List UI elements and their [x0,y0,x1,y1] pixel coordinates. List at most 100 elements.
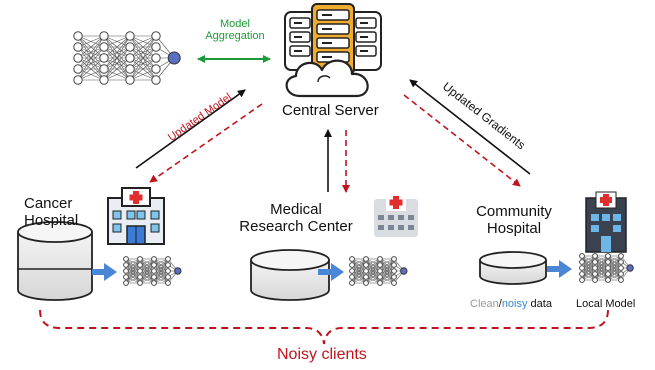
network-node [151,42,161,52]
network-node [349,280,355,286]
upload-arrow-cancer [135,89,246,169]
community-hospital-line1: Community [476,203,552,220]
network-node [165,268,171,274]
network-node [151,75,161,85]
global-model-network [73,31,181,85]
community-hospital-line2: Hospital [486,219,542,237]
network-node [363,262,369,268]
noisy-clients-brace [39,309,609,345]
network-node [125,31,135,41]
network-node [125,53,135,63]
medical-research-line2: Research Center [239,217,353,235]
download-arrow-cancer [149,103,263,183]
output-node [400,267,408,275]
network-node [377,274,383,280]
network-node [349,274,355,280]
train-arrow [318,263,344,281]
model-aggregation-line1: Model [220,18,250,30]
network-node [618,277,624,283]
network-node [99,53,109,63]
network-node [125,64,135,74]
network-node [592,277,598,283]
hospital-building-icon [107,187,165,245]
slash-text: / [498,298,502,310]
network-node [151,262,157,268]
train-arrow [92,263,117,281]
network-node [99,75,109,85]
network-node [151,268,157,274]
network-node [363,280,369,286]
cancer-hospital-label: Cancer Hospital [24,195,78,230]
network-node [99,42,109,52]
network-node [605,265,611,271]
noisy-clients-label: Noisy clients [277,346,367,363]
network-node [151,256,157,262]
network-node [349,262,355,268]
network-node [363,256,369,262]
hospital-building-icon [585,191,627,253]
network-node [605,277,611,283]
local-model-network [123,256,182,286]
network-node [592,271,598,277]
network-node [165,262,171,268]
network-node [579,271,585,277]
medical-research-center-label: Medical Research Center [226,201,366,236]
model-aggregation-label: Model Aggregation [197,18,273,43]
clean-text: Clean [470,298,499,310]
network-node [605,271,611,277]
train-arrow [547,260,572,278]
network-node [391,262,397,268]
model-aggregation-line2: Aggregation [205,30,265,43]
network-node [363,274,369,280]
network-node [579,259,585,265]
cancer-hospital-line1: Cancer [24,195,73,212]
hospital-building-icon [374,193,418,237]
output-node [174,267,182,275]
network-node [73,42,83,52]
network-node [137,268,143,274]
upload-arrow-community [409,79,531,175]
network-node [99,64,109,74]
output-node [626,264,634,272]
network-node [618,253,624,259]
network-node [151,64,161,74]
network-node [123,274,129,280]
network-node [123,256,129,262]
network-node [618,259,624,265]
network-node [123,268,129,274]
network-node [125,42,135,52]
clean-noisy-data-label: Clean/noisy data [470,298,552,310]
network-node [579,265,585,271]
local-model-network [579,253,634,283]
network-node [605,253,611,259]
network-node [73,64,83,74]
local-model-label: Local Model [576,298,636,310]
network-node [377,262,383,268]
network-node [137,256,143,262]
network-node [592,259,598,265]
medical-research-line1: Medical [270,201,322,218]
network-node [73,53,83,63]
network-node [579,253,585,259]
network-node [151,274,157,280]
network-node [165,274,171,280]
network-node [137,274,143,280]
noisy-text: noisy [501,298,528,310]
network-node [618,271,624,277]
network-node [391,256,397,262]
download-arrow-community [403,94,521,187]
database-cylinder-icon [17,221,93,301]
network-node [592,265,598,271]
network-node [151,280,157,286]
data-text: data [527,298,552,310]
network-node [73,75,83,85]
network-node [349,268,355,274]
network-node [99,31,109,41]
output-node [167,51,181,65]
network-node [137,262,143,268]
network-node [391,274,397,280]
network-node [123,262,129,268]
network-node [363,268,369,274]
network-node [349,256,355,262]
